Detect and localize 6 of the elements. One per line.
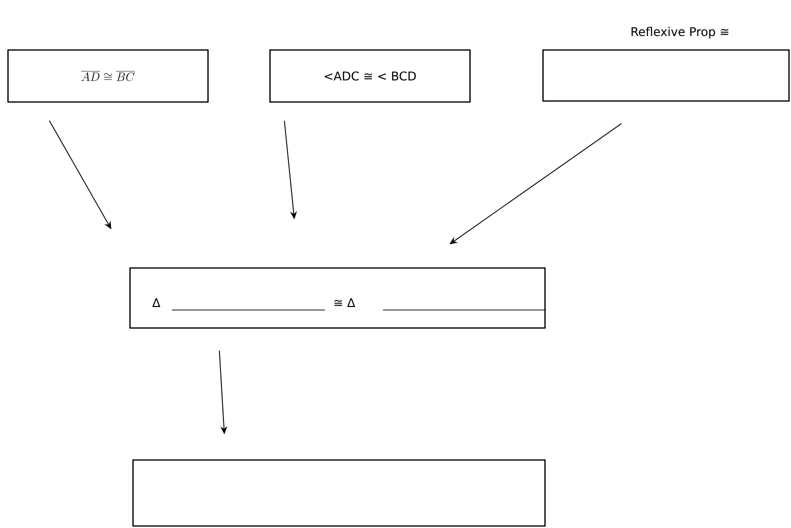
statement-box: $\overline{AD} \cong \overline{BC}$ [7,49,209,103]
box-heading: Reflexive Prop ≅ [632,26,728,38]
congruent-triangle-symbol: ≅ Δ [334,298,356,307]
answer-box [132,459,546,527]
statement-box: <ADC ≅ < BCD [269,49,471,103]
triangle-symbol: Δ [152,298,160,307]
